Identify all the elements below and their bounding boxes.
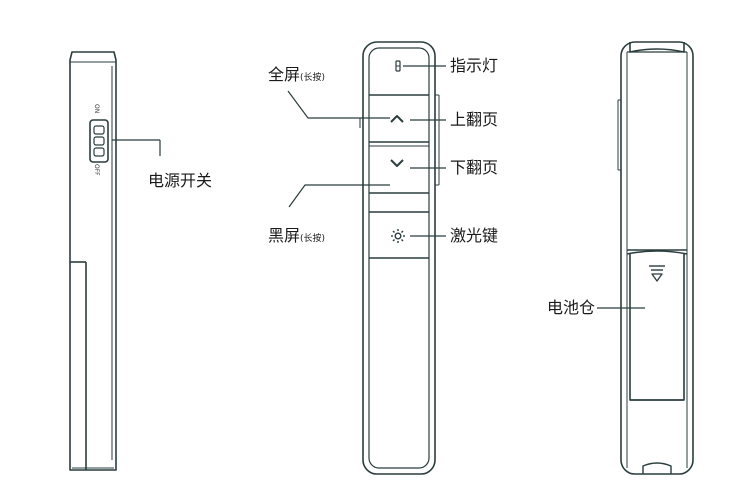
power-switch[interactable] [89, 119, 109, 163]
page-down-label: 下翻页 [450, 158, 499, 177]
power-switch-label: 电源开关 [148, 171, 213, 190]
laser-key-label: 激光键 [450, 226, 499, 245]
back-view [597, 41, 694, 475]
fullscreen-text: 全屏 [268, 65, 301, 84]
switch-on-label: ON [93, 104, 100, 114]
fullscreen-note: (长按) [300, 73, 326, 83]
side-view [69, 51, 161, 471]
page-up-label: 上翻页 [450, 110, 499, 129]
fullscreen-label: 全屏(长按) [268, 66, 325, 87]
blackscreen-label: 黑屏(长按) [268, 227, 325, 248]
front-view [287, 41, 446, 475]
chevron-up-icon [390, 115, 404, 123]
vent-icon [649, 265, 665, 282]
chevron-down-icon [390, 159, 404, 167]
switch-off-label: OFF [93, 164, 100, 176]
blackscreen-text: 黑屏 [268, 226, 301, 245]
battery-compartment[interactable] [629, 254, 685, 401]
led-icon [395, 60, 401, 72]
blackscreen-note: (长按) [300, 234, 326, 244]
page-down-button[interactable] [390, 159, 404, 167]
battery-compartment-label: 电池仓 [547, 298, 596, 317]
indicator-light-label: 指示灯 [450, 56, 499, 75]
sun-icon [391, 229, 405, 243]
laser-button[interactable] [391, 229, 405, 243]
page-up-button[interactable] [390, 115, 404, 123]
